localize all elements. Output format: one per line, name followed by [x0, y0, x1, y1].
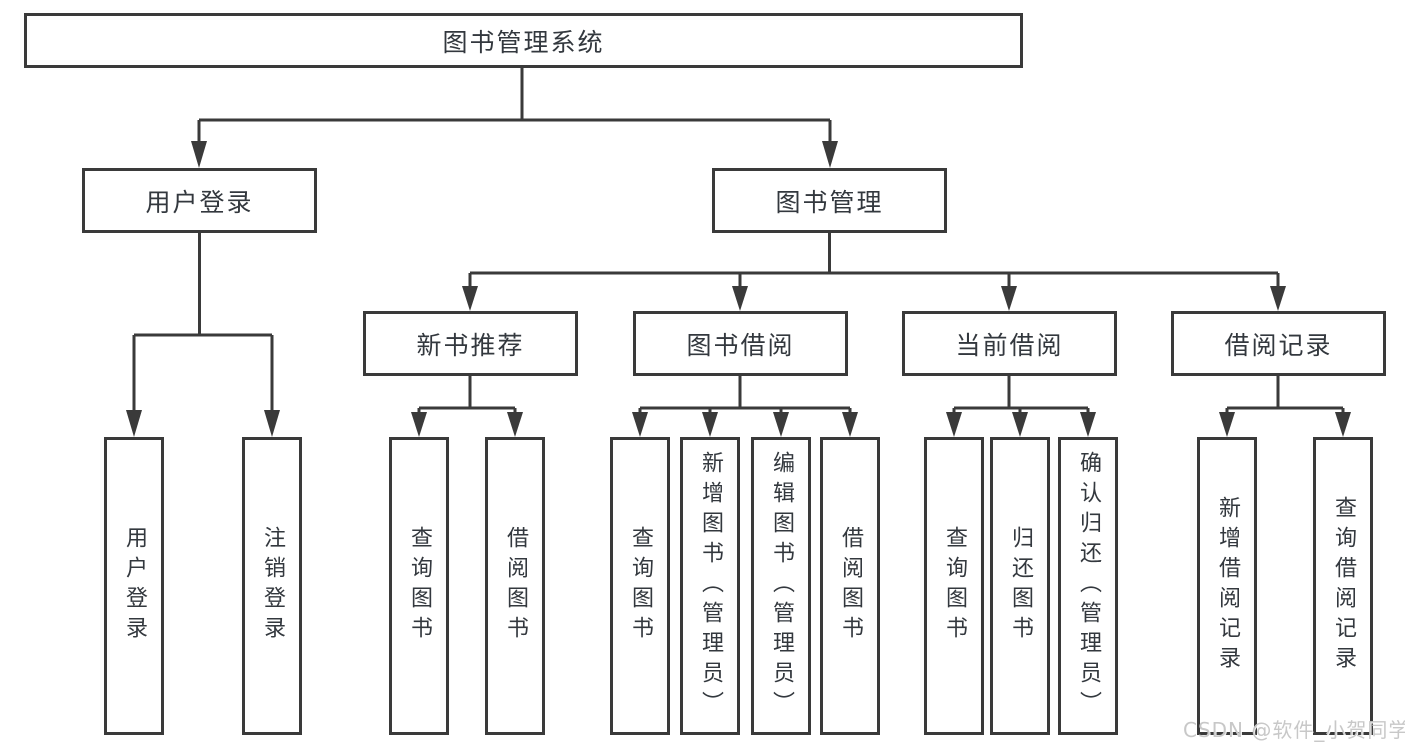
- leaf-confirm-return-admin-label: 确认归还（管理员）: [1076, 451, 1101, 721]
- node-borrow-record-label: 借阅记录: [1224, 330, 1333, 360]
- leaf-borrow-book-label: 借阅图书: [838, 526, 863, 646]
- leaf-borrow-book-recommend-label: 借阅图书: [503, 526, 528, 646]
- node-new-book-recommend-label: 新书推荐: [416, 330, 525, 360]
- arrowheads: [126, 141, 1351, 437]
- leaf-query-book-recommend-label: 查询图书: [407, 526, 432, 646]
- leaf-edit-book-admin: 编辑图书（管理员）: [751, 437, 811, 735]
- node-book-management-label: 图书管理: [775, 187, 884, 217]
- node-current-borrow: 当前借阅: [902, 311, 1117, 376]
- node-current-borrow-label: 当前借阅: [955, 330, 1064, 360]
- node-book-management: 图书管理: [712, 168, 947, 233]
- csdn-watermark: CSDN @软件_小贺同学: [1183, 718, 1405, 742]
- tree-edges: [132, 68, 1345, 414]
- leaf-user-login-label: 用户登录: [122, 526, 147, 646]
- node-book-borrow-label: 图书借阅: [686, 330, 795, 360]
- leaf-query-book-current: 查询图书: [924, 437, 984, 735]
- node-user-login: 用户登录: [82, 168, 317, 233]
- node-root-label: 图书管理系统: [442, 27, 605, 57]
- node-book-borrow: 图书借阅: [633, 311, 848, 376]
- leaf-edit-book-admin-label: 编辑图书（管理员）: [769, 451, 794, 721]
- leaf-confirm-return-admin: 确认归还（管理员）: [1058, 437, 1118, 735]
- leaf-add-borrow-record-label: 新增借阅记录: [1215, 496, 1240, 676]
- node-user-login-label: 用户登录: [145, 187, 254, 217]
- leaf-borrow-book-recommend: 借阅图书: [485, 437, 545, 735]
- leaf-query-book-borrow: 查询图书: [610, 437, 670, 735]
- leaf-query-book-recommend: 查询图书: [389, 437, 449, 735]
- leaf-add-book-admin: 新增图书（管理员）: [680, 437, 740, 735]
- leaf-query-borrow-record: 查询借阅记录: [1313, 437, 1373, 735]
- leaf-query-book-borrow-label: 查询图书: [628, 526, 653, 646]
- leaf-add-borrow-record: 新增借阅记录: [1197, 437, 1257, 735]
- leaf-borrow-book: 借阅图书: [820, 437, 880, 735]
- leaf-query-borrow-record-label: 查询借阅记录: [1331, 496, 1356, 676]
- node-root: 图书管理系统: [24, 13, 1023, 68]
- node-borrow-record: 借阅记录: [1171, 311, 1386, 376]
- leaf-logout-login-label: 注销登录: [260, 526, 285, 646]
- leaf-query-book-current-label: 查询图书: [942, 526, 967, 646]
- node-new-book-recommend: 新书推荐: [363, 311, 578, 376]
- leaf-return-book: 归还图书: [990, 437, 1050, 735]
- leaf-add-book-admin-label: 新增图书（管理员）: [698, 451, 723, 721]
- leaf-logout-login: 注销登录: [242, 437, 302, 735]
- leaf-return-book-label: 归还图书: [1008, 526, 1033, 646]
- leaf-user-login: 用户登录: [104, 437, 164, 735]
